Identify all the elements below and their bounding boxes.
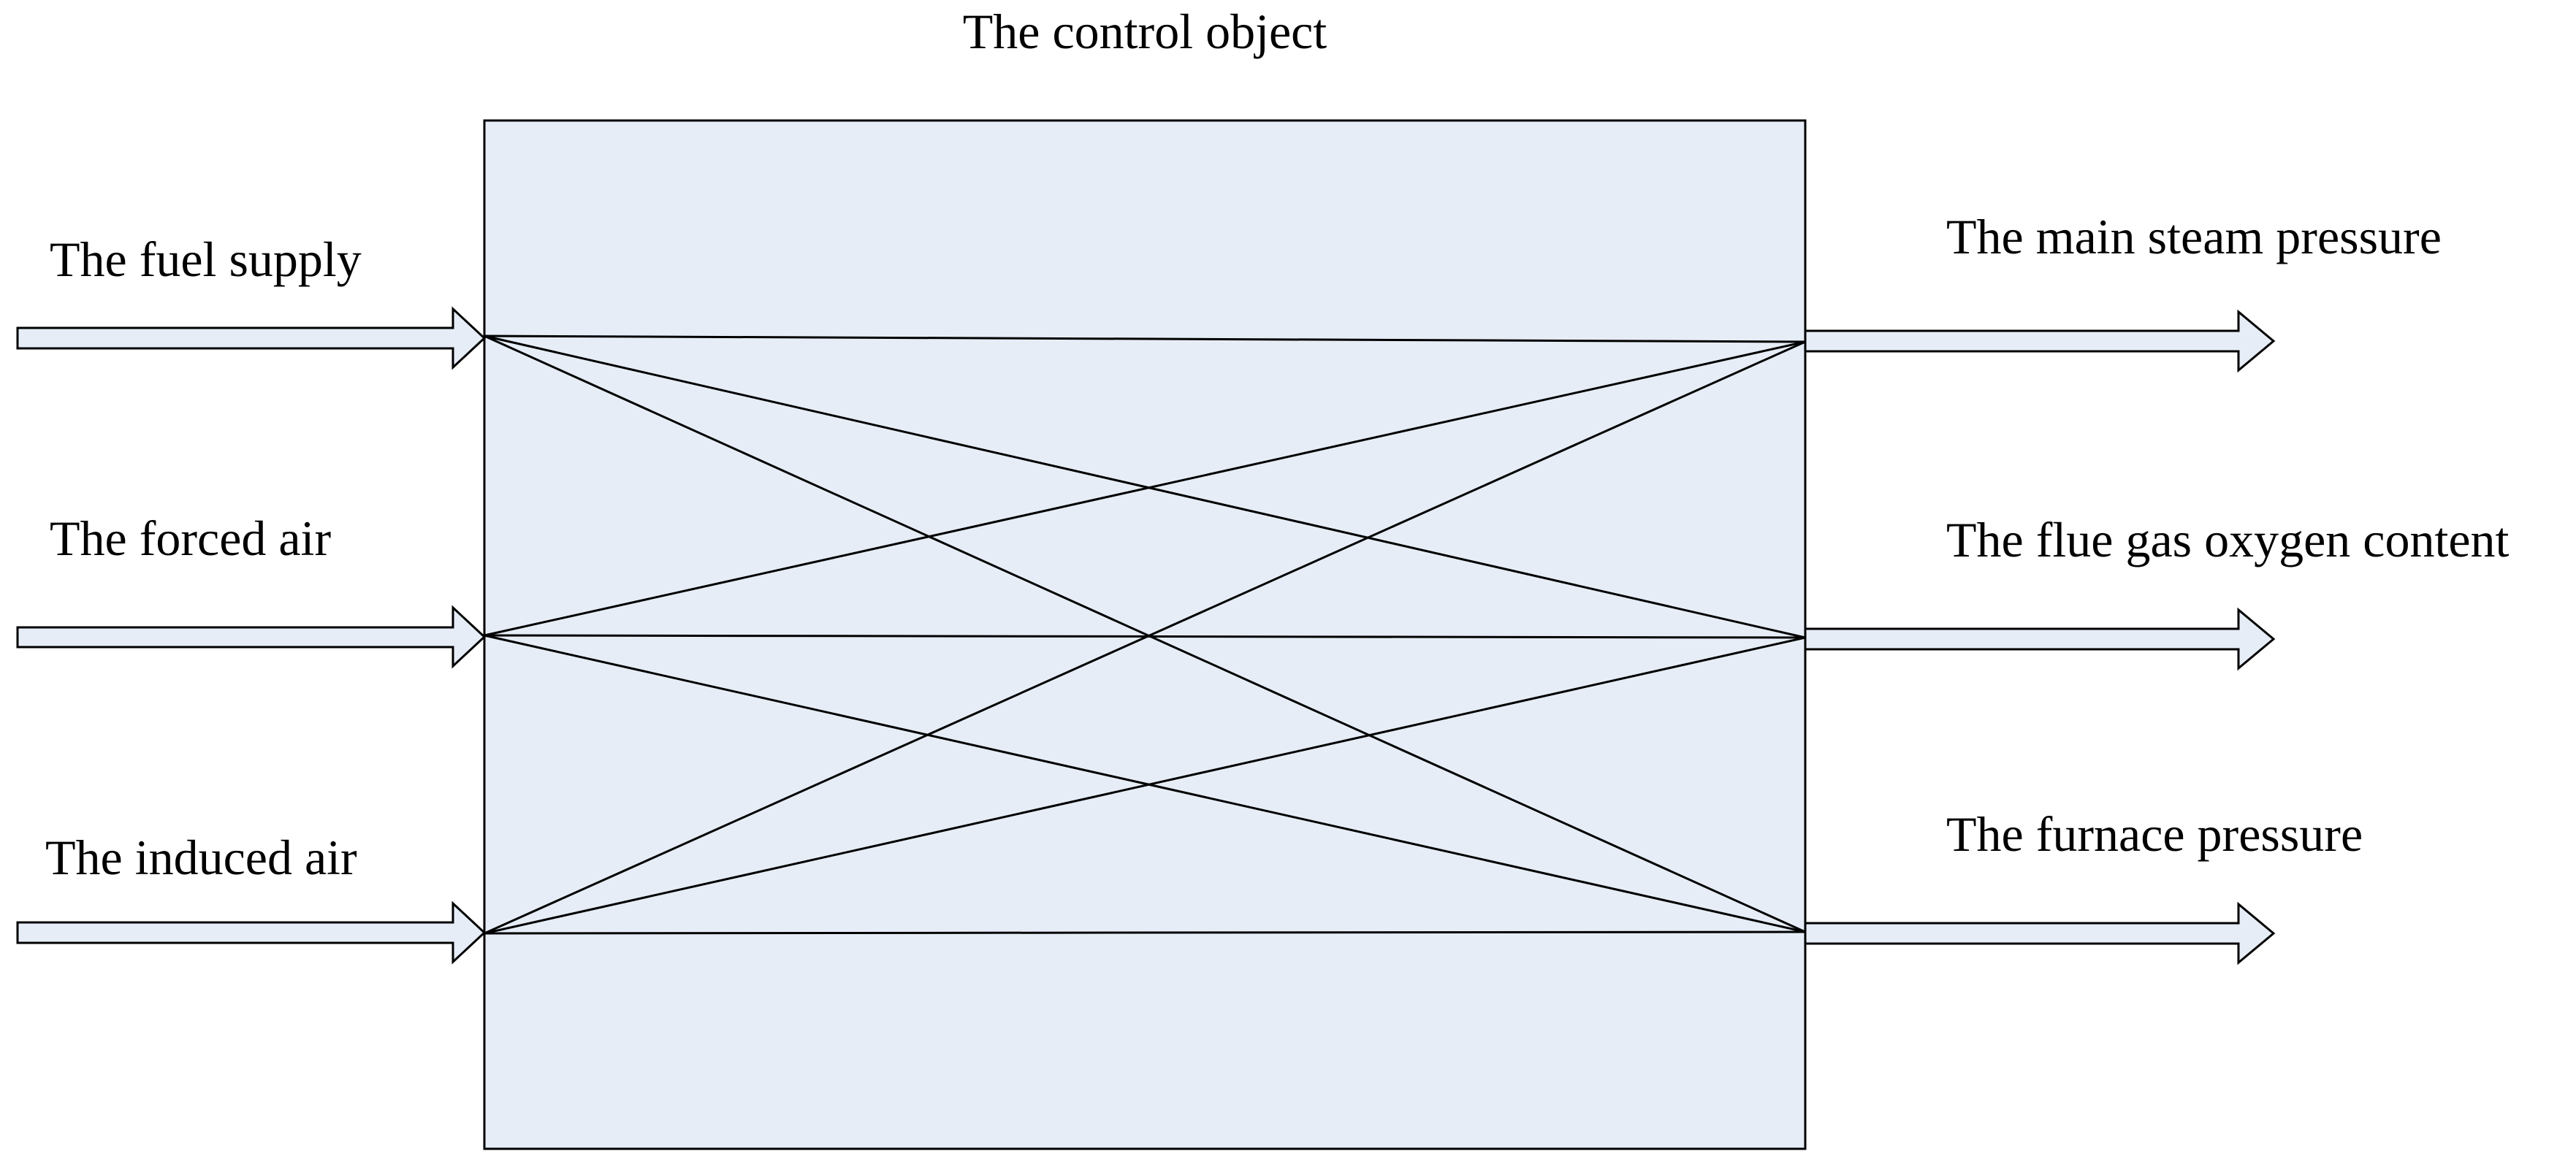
output-arrow-flue-gas-oxygen xyxy=(1804,607,2276,671)
coupling-line-induced-steam xyxy=(484,340,1806,935)
coupling-lines xyxy=(484,334,1806,935)
input-arrow-fuel-supply xyxy=(16,306,487,370)
input-arrow-induced-air xyxy=(16,901,487,965)
output-label-main-steam-pressure: The main steam pressure xyxy=(1946,209,2442,264)
coupling-line-induced-oxygen xyxy=(484,636,1806,935)
diagram-title: The control object xyxy=(963,4,1327,59)
output-arrow-main-steam-pressure xyxy=(1804,309,2276,373)
coupling-line-induced-furnace xyxy=(484,930,1806,935)
input-label-induced-air: The induced air xyxy=(45,830,357,885)
input-label-forced-air: The forced air xyxy=(50,511,331,566)
output-label-furnace-pressure: The furnace pressure xyxy=(1946,806,2363,862)
coupling-line-fuel-furnace xyxy=(484,334,1806,933)
coupling-line-fuel-steam xyxy=(484,334,1806,343)
input-arrows xyxy=(16,306,487,965)
input-label-fuel-supply: The fuel supply xyxy=(50,232,362,287)
output-arrow-furnace-pressure xyxy=(1804,901,2276,966)
input-arrow-forced-air xyxy=(16,605,487,669)
output-arrows xyxy=(1804,309,2276,966)
output-label-flue-gas-oxygen: The flue gas oxygen content xyxy=(1946,512,2510,567)
coupling-line-forced-furnace xyxy=(484,634,1806,933)
coupling-line-fuel-oxygen xyxy=(484,334,1806,639)
coupling-line-forced-steam xyxy=(484,340,1806,637)
